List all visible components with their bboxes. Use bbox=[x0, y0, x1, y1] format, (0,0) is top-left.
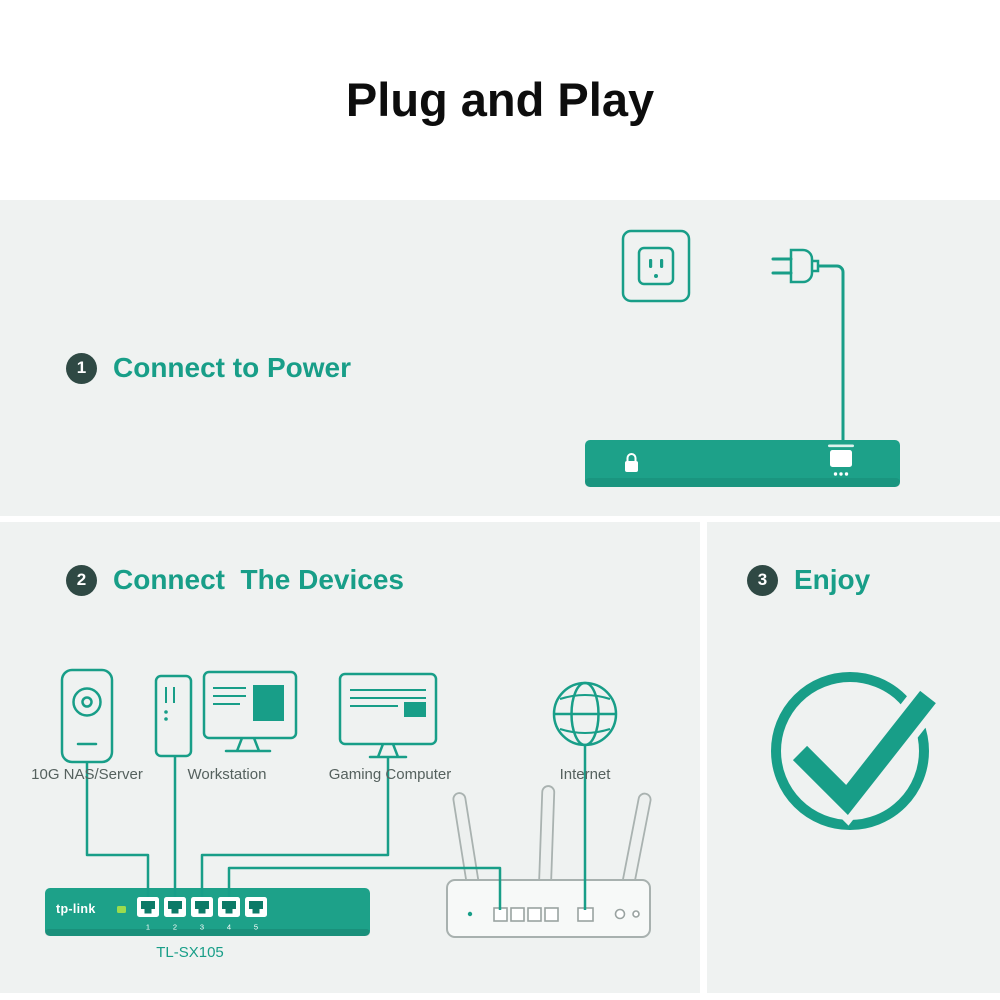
switch-model-label: TL-SX105 bbox=[156, 944, 224, 961]
step-2: 2 Connect The Devices bbox=[66, 564, 404, 596]
step-1-badge: 1 bbox=[66, 352, 97, 384]
step-2-label: Connect The Devices bbox=[113, 564, 404, 595]
page-title: Plug and Play bbox=[345, 73, 655, 126]
step-1-number: 1 bbox=[76, 358, 87, 377]
device-label-nas: 10G NAS/Server bbox=[31, 766, 143, 783]
step-2-badge: 2 bbox=[66, 564, 97, 596]
step-3: 3 Enjoy bbox=[747, 564, 870, 596]
device-label-workstation: Workstation bbox=[187, 766, 267, 783]
step-3-badge: 3 bbox=[747, 564, 778, 596]
step-1: 1 Connect to Power bbox=[66, 352, 351, 384]
step-3-label: Enjoy bbox=[794, 564, 871, 595]
device-label-internet: Internet bbox=[559, 766, 611, 783]
step-1-label: Connect to Power bbox=[113, 352, 352, 383]
step-3-number: 3 bbox=[757, 570, 768, 589]
device-label-gaming-computer: Gaming Computer bbox=[328, 766, 452, 783]
step-2-number: 2 bbox=[76, 570, 87, 589]
